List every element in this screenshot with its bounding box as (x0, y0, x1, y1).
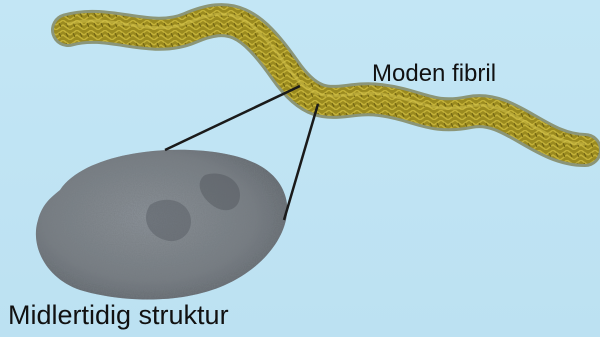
leader-line-right (284, 104, 318, 220)
mature-fibril (68, 14, 585, 150)
label-intermediate-structure: Midlertidig struktur (8, 300, 229, 331)
leader-line-left (165, 86, 300, 150)
intermediate-aggregate (36, 150, 287, 300)
label-mature-fibril: Moden fibril (372, 60, 496, 88)
